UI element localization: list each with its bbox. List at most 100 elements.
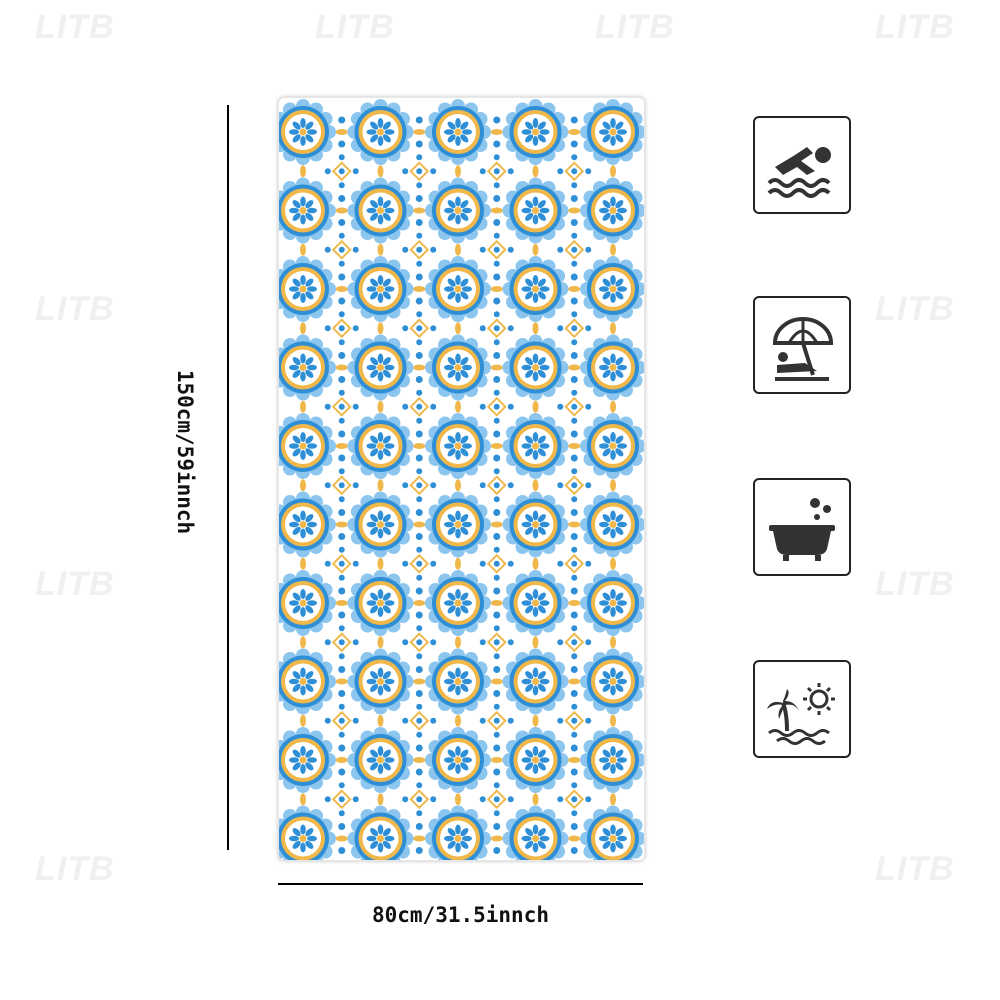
petal (539, 521, 550, 528)
blue-dot (585, 796, 592, 803)
petal (525, 671, 534, 680)
blue-dot (338, 430, 346, 438)
blue-dot (338, 847, 346, 854)
blue-dot (338, 376, 346, 383)
petal (292, 278, 301, 287)
petal (384, 678, 395, 685)
blue-dot (570, 376, 578, 383)
petal (460, 526, 469, 535)
petal (300, 764, 306, 774)
blue-dot (585, 168, 592, 175)
petal (307, 521, 317, 528)
blue-dot (324, 246, 331, 253)
petal (617, 678, 627, 685)
blue-dot (570, 116, 578, 124)
petal (537, 435, 546, 444)
blue-dot (493, 653, 500, 660)
petal (532, 528, 539, 539)
petal (462, 364, 472, 371)
blue-dot (402, 168, 409, 175)
blue-dot (585, 403, 592, 410)
yellow-dash (413, 129, 426, 135)
yellow-dash (532, 165, 539, 178)
blue-dot (493, 690, 501, 697)
yellow-dash (300, 400, 306, 413)
petal (602, 828, 611, 837)
petal (300, 510, 306, 521)
width-dimension-line (278, 883, 643, 885)
petal (370, 134, 379, 143)
petal (532, 275, 539, 285)
blue-dot (585, 639, 592, 646)
petal (370, 435, 379, 444)
petal (307, 835, 317, 842)
yellow-dash (455, 636, 461, 649)
blue-dot (415, 509, 423, 516)
petal (462, 678, 472, 685)
petal (382, 762, 391, 771)
yellow-dash (300, 636, 306, 649)
diamond-center (338, 796, 345, 803)
petal (610, 764, 616, 774)
blue-dot (338, 468, 345, 475)
blue-dot (415, 533, 423, 540)
width-label: 80cm/31.5innch (371, 903, 549, 927)
blue-dot (557, 560, 564, 567)
petal (537, 200, 546, 209)
diamond (409, 239, 430, 260)
petal (305, 671, 314, 680)
petal (366, 207, 377, 214)
petal (447, 828, 456, 837)
blue-dot (416, 389, 423, 396)
petal (617, 835, 627, 842)
yellow-dash (610, 714, 616, 727)
yellow-dash (455, 165, 461, 178)
blue-dot (493, 273, 501, 281)
blue-dot (507, 717, 514, 724)
diamond-center (416, 325, 423, 332)
blue-dot (493, 219, 501, 226)
petal (382, 514, 391, 523)
petal (292, 369, 301, 378)
flower-center (377, 442, 384, 450)
yellow-dash (413, 364, 426, 371)
blue-dot (493, 782, 500, 789)
blue-dot (571, 311, 578, 318)
blue-dot (493, 496, 500, 503)
yellow-dash (610, 243, 616, 256)
petal (617, 600, 627, 606)
petal (305, 200, 314, 209)
petal (521, 678, 532, 685)
diamond (331, 239, 352, 260)
yellow-dash (455, 557, 461, 570)
petal (447, 749, 456, 758)
yellow-dash (377, 322, 384, 335)
petal (455, 275, 461, 285)
blue-dot (493, 339, 500, 346)
yellow-dash (490, 207, 503, 214)
diamond-center (338, 482, 345, 489)
petal (305, 514, 314, 523)
blue-dot (338, 731, 345, 738)
petal (537, 592, 546, 601)
petal (617, 757, 627, 763)
blue-dot (570, 140, 578, 148)
diamond (331, 710, 352, 731)
blue-dot (570, 533, 578, 540)
yellow-dash (610, 479, 616, 492)
flower-center (377, 364, 384, 371)
petal (444, 286, 454, 292)
petal (615, 200, 624, 209)
blue-dot (479, 168, 486, 175)
blue-dot (338, 546, 345, 553)
petal (382, 749, 391, 758)
petal (617, 129, 627, 135)
diamond-center (571, 639, 578, 646)
petal (447, 369, 456, 378)
petal (455, 685, 461, 696)
petal (602, 121, 611, 130)
yellow-dash (377, 243, 384, 256)
diamond-center (338, 168, 345, 175)
petal (610, 607, 616, 617)
blue-dot (557, 717, 564, 724)
